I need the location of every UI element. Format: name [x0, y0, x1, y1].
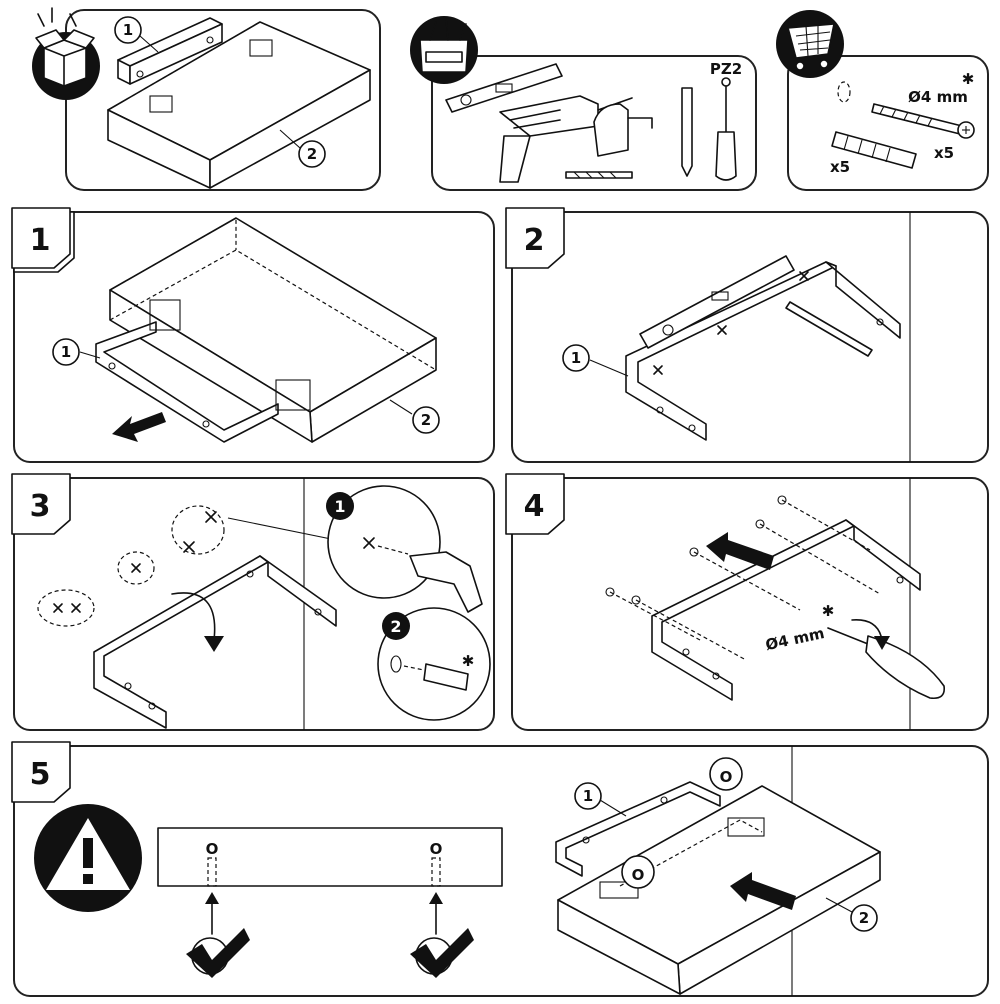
- step-5-callout-bracket-number: 1: [583, 787, 593, 805]
- substep-drill-number: 1: [334, 497, 345, 516]
- step-1-bracket: [95, 299, 311, 443]
- step-5-marker-top: O: [709, 757, 743, 791]
- substep-plug-number: 2: [390, 617, 401, 636]
- step-5-marker-top-text: O: [720, 768, 733, 786]
- step-3-wall-marks: [37, 505, 225, 627]
- step-5-check-left-icon: [186, 928, 250, 978]
- purchase-asterisk: ✱: [962, 70, 975, 88]
- step-1-callout-shelf: 2: [389, 399, 440, 434]
- tools-panel: PZ2: [410, 16, 757, 191]
- step-5-number: 5: [30, 757, 51, 792]
- step-4-number: 4: [524, 489, 545, 524]
- step-1-arrow: [112, 412, 166, 442]
- spirit-level-icon: [445, 63, 563, 113]
- step-4-arrow: [706, 532, 774, 570]
- screw-qty-label: x5: [934, 144, 954, 162]
- pencil-icon: [681, 87, 693, 177]
- step-2-panel: 2 1: [505, 207, 989, 463]
- step-5-marker-left: O: [206, 840, 219, 858]
- step-5-marker-right: O: [430, 840, 443, 858]
- screwdriver-icon: PZ2: [710, 60, 742, 181]
- step-2-callout-bracket-number: 1: [571, 349, 581, 367]
- step-2-marks: [653, 271, 809, 375]
- bracket-drawing: [117, 17, 223, 85]
- step-3-asterisk: ✱: [462, 652, 475, 670]
- step-5-shelf: [557, 785, 881, 995]
- step-3-panel: 3 1: [11, 473, 495, 731]
- warning-icon: [34, 804, 142, 912]
- contents-panel: 1 2: [32, 7, 381, 191]
- plug-qty-label: x5: [830, 158, 850, 176]
- bit-label: PZ2: [710, 60, 742, 78]
- step-1-callout-shelf-number: 2: [421, 411, 431, 429]
- step-2-spirit-level: [639, 255, 795, 349]
- step-1-panel: 1 1 2: [11, 207, 495, 463]
- step-5-bracket: [555, 781, 721, 877]
- step-4-panel: 4 Ø4 mm ✱: [505, 473, 989, 731]
- callout-shelf-number: 2: [307, 145, 317, 163]
- tape-measure-icon: [593, 103, 653, 157]
- wall-plug-icon: [831, 131, 917, 169]
- step-2-callout-bracket: 1: [562, 344, 629, 377]
- screw-icon: [871, 103, 975, 139]
- step-5-panel: 5 O O: [11, 741, 989, 997]
- hardware-panel: ✱ Ø4 mm x5 x5: [776, 10, 989, 191]
- step-1-callout-bracket-number: 1: [61, 343, 71, 361]
- step-1-number: 1: [30, 223, 51, 258]
- step-2-pencil: [785, 301, 873, 357]
- shopping-cart-icon: [776, 10, 844, 78]
- step-3-bracket: [93, 555, 337, 729]
- step-5-up-arrows: [205, 892, 443, 935]
- step-4-screws: [605, 495, 881, 661]
- step-3-rotate-arrow: [171, 592, 224, 652]
- step-1-callout-bracket: 1: [52, 338, 101, 366]
- step-3-number: 3: [30, 489, 51, 524]
- screw-diameter-label: Ø4 mm: [908, 88, 968, 106]
- step-2-bracket: [625, 261, 901, 441]
- step-5-push-arrow: [730, 872, 796, 910]
- step-5-shelf-front: O O: [157, 827, 503, 887]
- step-5-callout-bracket: 1: [574, 782, 627, 817]
- step-5-callout-shelf-number: 2: [859, 909, 869, 927]
- toolbox-icon: [410, 16, 478, 84]
- step-2-number: 2: [524, 223, 545, 258]
- callout-shelf: 2: [279, 129, 326, 168]
- step-5-marker-bottom-text: O: [632, 866, 645, 884]
- step-5-callout-shelf: 2: [825, 897, 878, 932]
- step-3-zoom-plug: ✱ 2: [377, 607, 491, 721]
- step-3-zoom-drill: 1: [326, 485, 483, 613]
- step-5-check-right-icon: [410, 928, 474, 978]
- callout-bracket: 1: [114, 16, 159, 53]
- step-4-screwdriver: [827, 619, 946, 700]
- step-1-shelf: [109, 216, 437, 443]
- shelf-drawing: [107, 21, 371, 189]
- drill-icon: [499, 95, 633, 183]
- drill-bit-icon: [565, 171, 633, 179]
- step-4-bracket: [651, 519, 921, 701]
- step-5-marker-bottom: O: [621, 855, 655, 889]
- callout-bracket-number: 1: [123, 21, 133, 39]
- step-4-asterisk: ✱: [822, 602, 835, 620]
- box-contents-icon: [32, 7, 100, 100]
